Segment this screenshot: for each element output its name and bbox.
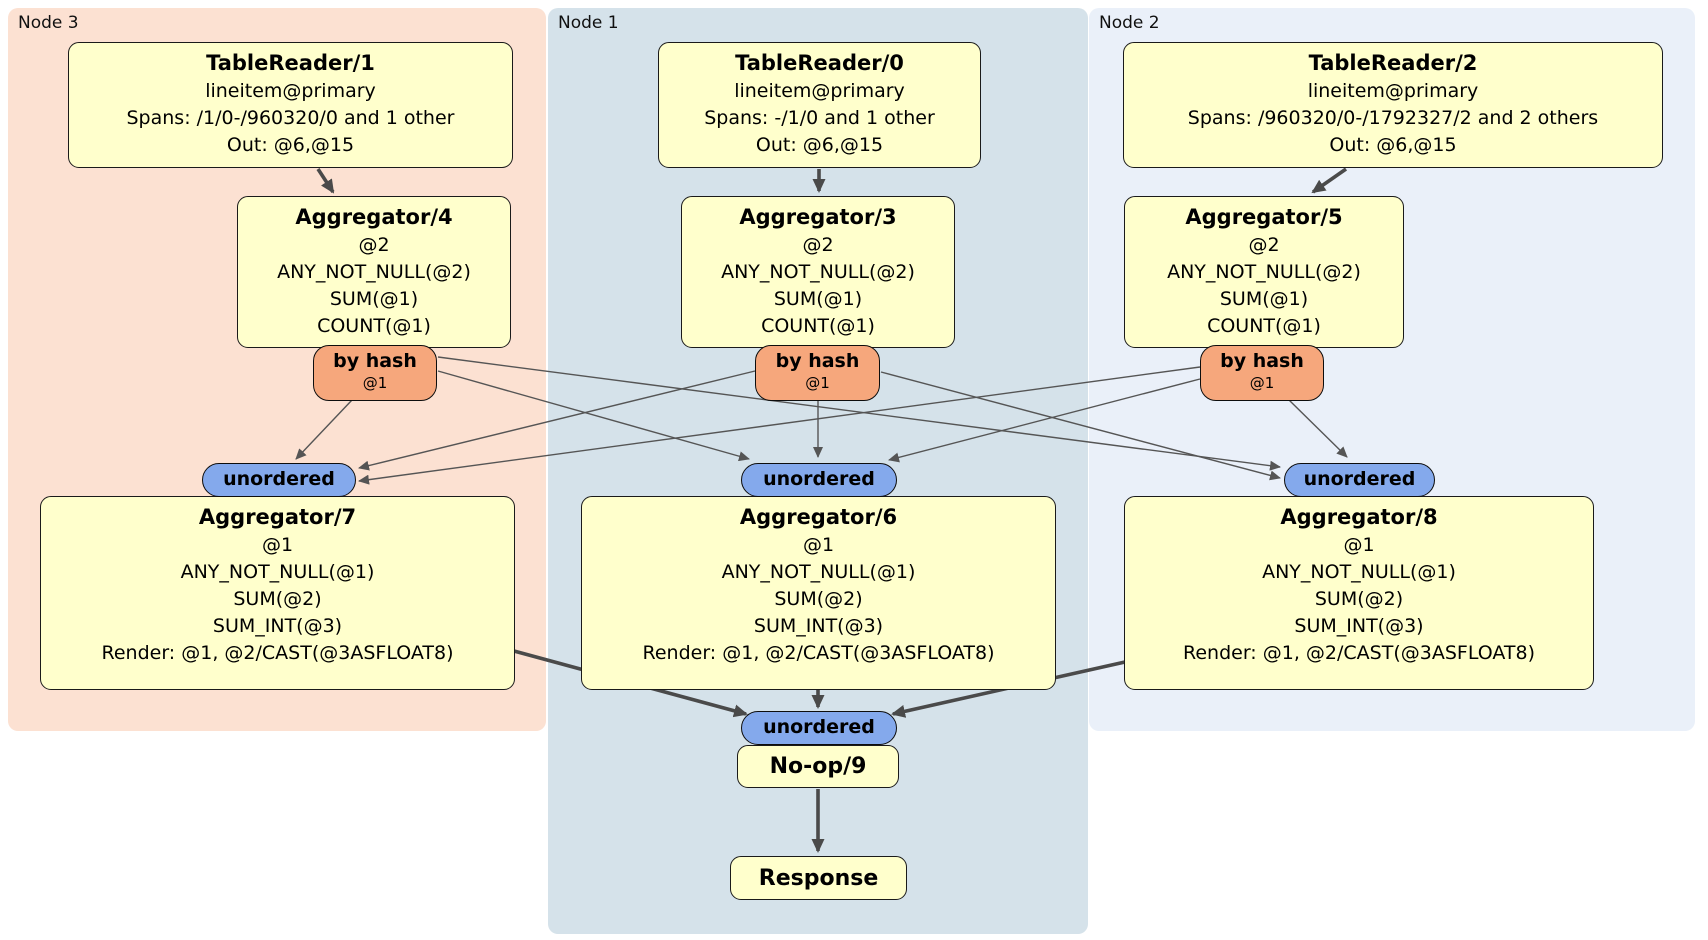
box-line: Render: @1, @2/CAST(@3ASFLOAT8) xyxy=(1183,642,1535,664)
box-line: SUM(@1) xyxy=(773,288,863,310)
box-line: @2 xyxy=(358,234,390,256)
box-title: TableReader/1 xyxy=(206,51,375,75)
by-hash-label: by hash xyxy=(775,350,860,372)
box-line: Render: @1, @2/CAST(@3ASFLOAT8) xyxy=(101,642,454,664)
box-line: SUM_INT(@3) xyxy=(1294,615,1424,637)
box-line: Spans: /960320/0-/1792327/2 and 2 others xyxy=(1187,107,1599,129)
box-title: TableReader/0 xyxy=(735,51,904,75)
box-title: Aggregator/6 xyxy=(739,505,898,529)
box-line: Spans: -/1/0 and 1 other xyxy=(704,107,935,129)
box-line: SUM(@1) xyxy=(329,288,419,310)
box-tablereader-1: TableReader/1 lineitem@primary Spans: /1… xyxy=(68,42,513,168)
edge-byhash-node1-to-unordered-node3 xyxy=(358,370,756,471)
box-line: ANY_NOT_NULL(@1) xyxy=(721,561,916,583)
box-line: Render: @1, @2/CAST(@3ASFLOAT8) xyxy=(642,642,995,664)
box-line: @2 xyxy=(1248,234,1280,256)
by-hash-detail: @1 xyxy=(362,374,388,392)
panel-node1-label: Node 1 xyxy=(558,13,619,33)
box-line: @2 xyxy=(802,234,834,256)
box-line: SUM_INT(@3) xyxy=(212,615,343,637)
by-hash-label: by hash xyxy=(1220,350,1304,372)
box-title: TableReader/2 xyxy=(1308,51,1478,75)
box-line: COUNT(@1) xyxy=(1207,315,1321,337)
box-line: SUM(@2) xyxy=(1314,588,1404,610)
panel-node3-label: Node 3 xyxy=(18,13,79,33)
by-hash-detail: @1 xyxy=(1249,374,1275,392)
box-line: @1 xyxy=(802,534,835,556)
box-title: Aggregator/5 xyxy=(1185,205,1343,229)
box-aggregator-4: Aggregator/4 @2 ANY_NOT_NULL(@2) SUM(@1)… xyxy=(237,196,511,348)
box-line: lineitem@primary xyxy=(205,80,376,102)
box-title: Aggregator/7 xyxy=(198,505,357,529)
unordered-badge-node1: unordered xyxy=(741,463,897,497)
box-line: Spans: /1/0-/960320/0 and 1 other xyxy=(126,107,455,129)
box-line: SUM(@2) xyxy=(233,588,322,610)
by-hash-badge-node1: by hash @1 xyxy=(755,345,880,401)
box-line: COUNT(@1) xyxy=(317,315,431,337)
box-line: @1 xyxy=(1343,534,1375,556)
box-aggregator-6: Aggregator/6 @1 ANY_NOT_NULL(@1) SUM(@2)… xyxy=(581,496,1056,690)
box-title: Aggregator/4 xyxy=(295,205,453,229)
edge-byhash-node3-to-unordered-node3 xyxy=(295,399,353,460)
box-line: @1 xyxy=(261,534,294,556)
by-hash-badge-node3: by hash @1 xyxy=(313,345,437,401)
edge-tablereader1-to-aggregator4 xyxy=(316,168,335,194)
edge-byhash-node1-to-unordered-node2 xyxy=(880,371,1281,481)
box-aggregator-3: Aggregator/3 @2 ANY_NOT_NULL(@2) SUM(@1)… xyxy=(681,196,955,348)
box-line: SUM(@1) xyxy=(1219,288,1309,310)
box-line: ANY_NOT_NULL(@1) xyxy=(1262,561,1456,583)
box-aggregator-7: Aggregator/7 @1 ANY_NOT_NULL(@1) SUM(@2)… xyxy=(40,496,515,690)
box-tablereader-0: TableReader/0 lineitem@primary Spans: -/… xyxy=(658,42,981,168)
box-line: ANY_NOT_NULL(@2) xyxy=(1167,261,1361,283)
box-title: Aggregator/3 xyxy=(739,205,897,229)
edge-byhash-node3-to-unordered-node2 xyxy=(437,356,1281,471)
panel-node2-label: Node 2 xyxy=(1099,13,1160,33)
box-aggregator-8: Aggregator/8 @1 ANY_NOT_NULL(@1) SUM(@2)… xyxy=(1124,496,1594,690)
box-line: lineitem@primary xyxy=(1307,80,1479,102)
by-hash-label: by hash xyxy=(333,350,417,372)
box-line: lineitem@primary xyxy=(734,80,905,102)
by-hash-detail: @1 xyxy=(805,374,830,392)
box-line: COUNT(@1) xyxy=(761,315,875,337)
box-title: Aggregator/8 xyxy=(1280,505,1438,529)
box-line: SUM(@2) xyxy=(774,588,863,610)
edge-tablereader2-to-aggregator5 xyxy=(1311,167,1348,194)
box-line: Out: @6,@15 xyxy=(226,134,355,156)
unordered-badge-node2: unordered xyxy=(1284,463,1435,497)
edge-byhash-node2-to-unordered-node1 xyxy=(888,378,1201,463)
edge-byhash-node2-to-unordered-node3 xyxy=(358,366,1201,485)
box-line: ANY_NOT_NULL(@2) xyxy=(277,261,471,283)
box-tablereader-2: TableReader/2 lineitem@primary Spans: /9… xyxy=(1123,42,1663,168)
edge-byhash-node3-to-unordered-node1 xyxy=(437,370,750,462)
box-line: SUM_INT(@3) xyxy=(753,615,884,637)
by-hash-badge-node2: by hash @1 xyxy=(1200,345,1324,401)
box-line: ANY_NOT_NULL(@1) xyxy=(180,561,375,583)
box-aggregator-5: Aggregator/5 @2 ANY_NOT_NULL(@2) SUM(@1)… xyxy=(1124,196,1404,348)
unordered-badge-node3: unordered xyxy=(202,463,356,497)
box-response: Response xyxy=(730,856,907,900)
edge-byhash-node2-to-unordered-node2 xyxy=(1288,399,1348,458)
box-noop-9: No-op/9 xyxy=(737,745,899,788)
box-line: Out: @6,@15 xyxy=(755,134,884,156)
unordered-badge-final: unordered xyxy=(741,711,897,745)
box-line: ANY_NOT_NULL(@2) xyxy=(721,261,915,283)
box-line: Out: @6,@15 xyxy=(1329,134,1457,156)
